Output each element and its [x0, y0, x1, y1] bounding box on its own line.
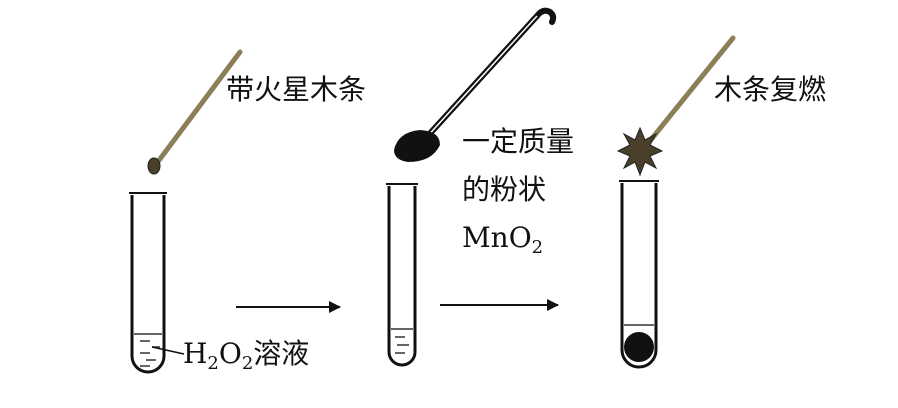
formula-mno: MnO — [462, 221, 532, 254]
wooden-splint-icon — [151, 49, 243, 170]
relit-label: 木条复燃 — [714, 73, 827, 106]
formula-o-sub: 2 — [241, 353, 254, 374]
formula-h-sub: 2 — [207, 353, 219, 374]
test-tube-icon — [130, 195, 166, 374]
powder-label-formula: MnO2 — [462, 214, 574, 272]
mno2-powder — [394, 130, 440, 162]
wooden-splint-icon — [638, 35, 736, 155]
spark-flame-icon — [616, 126, 664, 177]
mno2-powder-label: 一定质量 的粉状 MnO2 — [462, 118, 574, 272]
test-tube-1 — [129, 192, 185, 374]
formula-h: H — [183, 337, 208, 370]
formula-sub: 2 — [531, 237, 544, 258]
medicine-spoon-icon — [421, 7, 557, 143]
solution-word: 溶液 — [253, 337, 310, 370]
glowing-splint-1 — [147, 49, 243, 175]
powder-label-line-2: 的粉状 — [462, 173, 547, 206]
formula-o: O — [218, 337, 242, 370]
test-tube-icon — [387, 186, 417, 367]
medicine-spoon — [394, 7, 557, 162]
test-tube-icon — [620, 183, 658, 369]
glowing-ember-icon — [147, 157, 161, 175]
powder-label-line-1: 一定质量 — [462, 125, 575, 158]
label-leader-line — [151, 346, 185, 355]
h2o2-liquid — [134, 333, 162, 367]
mno2-catalyst — [624, 332, 654, 362]
h2o2-solution-label: H2O2溶液 — [183, 338, 309, 380]
test-tube-2 — [386, 183, 418, 367]
relit-splint — [616, 35, 736, 177]
h2o2-liquid — [391, 328, 413, 354]
glowing-splint-label: 带火星木条 — [226, 73, 367, 106]
test-tube-3 — [619, 180, 659, 369]
